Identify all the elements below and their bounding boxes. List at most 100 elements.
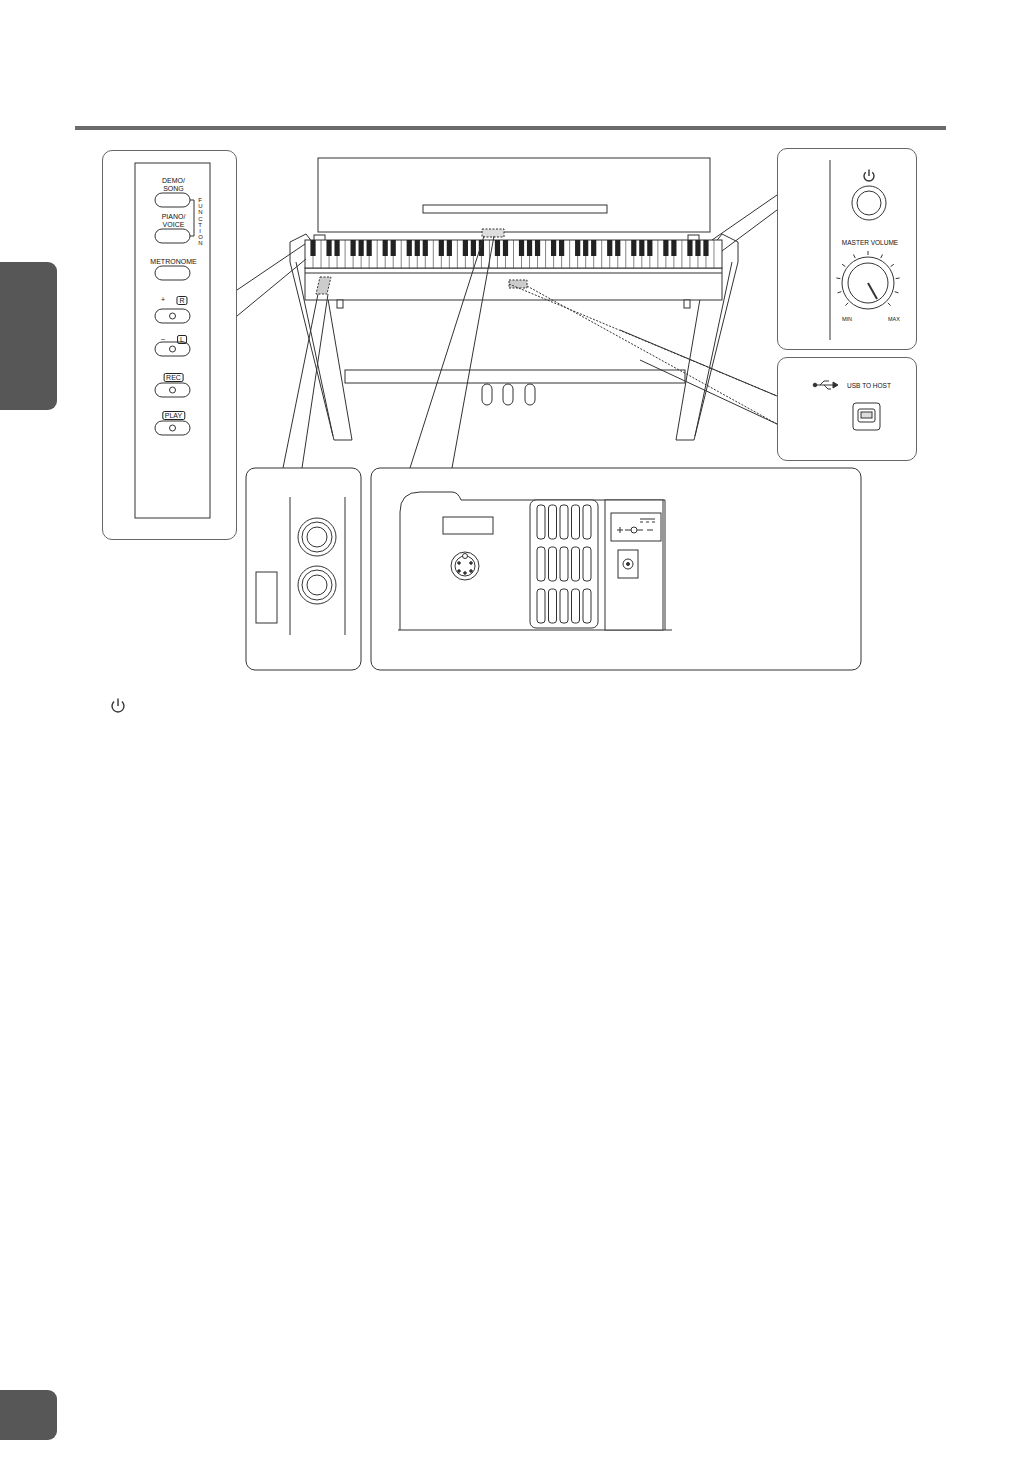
vent-slot bbox=[537, 589, 545, 623]
white-key-edge bbox=[713, 240, 714, 268]
button-label: DEMO/ SONG bbox=[162, 177, 185, 193]
black-key bbox=[310, 240, 315, 256]
button bbox=[155, 383, 190, 397]
black-key bbox=[495, 240, 500, 256]
volume-tick bbox=[895, 292, 899, 293]
white-key-edge bbox=[681, 240, 682, 268]
volume-knob bbox=[842, 257, 894, 309]
usb-port bbox=[861, 412, 872, 418]
black-key bbox=[535, 240, 540, 256]
volume-tick bbox=[896, 277, 900, 279]
black-key bbox=[519, 240, 524, 256]
button bbox=[155, 193, 190, 207]
vent-slot bbox=[549, 589, 557, 623]
dc-panel bbox=[605, 500, 663, 630]
leader-line bbox=[722, 210, 777, 251]
dc-symbol bbox=[637, 530, 643, 531]
volume-tick bbox=[891, 264, 894, 266]
label-plate bbox=[256, 572, 277, 623]
black-key bbox=[447, 240, 452, 256]
usb-port bbox=[853, 403, 880, 430]
button-label: PLAY bbox=[162, 411, 185, 420]
black-key bbox=[359, 240, 364, 256]
black-key bbox=[423, 240, 428, 256]
button-lamp bbox=[170, 346, 176, 352]
button-label: PIANO/ VOICE bbox=[162, 213, 186, 229]
scale-label: MIN bbox=[842, 315, 852, 323]
headphone-jack bbox=[307, 575, 327, 595]
connector-pin bbox=[458, 570, 461, 573]
vent-slot bbox=[537, 505, 545, 539]
black-key bbox=[615, 240, 620, 256]
dc-symbol bbox=[625, 530, 631, 531]
button-lamp bbox=[170, 425, 176, 431]
black-key bbox=[631, 240, 636, 256]
black-key bbox=[407, 240, 412, 256]
dc-symbol bbox=[647, 530, 653, 531]
vent-slot bbox=[583, 505, 591, 539]
white-key-edge bbox=[657, 240, 658, 268]
leader-lines bbox=[237, 195, 777, 468]
scale-label: MAX bbox=[888, 315, 900, 323]
button bbox=[155, 266, 190, 280]
vent-slot bbox=[572, 589, 580, 623]
headphone-jack bbox=[298, 518, 336, 556]
power-symbol bbox=[117, 699, 118, 707]
black-key bbox=[391, 240, 396, 256]
button-label: METRONOME bbox=[150, 258, 196, 266]
white-key-edge bbox=[321, 240, 322, 268]
leader-line bbox=[620, 330, 777, 396]
black-key bbox=[591, 240, 596, 256]
connector-pin bbox=[470, 570, 473, 573]
control-panel-drawing bbox=[135, 163, 210, 518]
power-button bbox=[857, 191, 881, 215]
header-rule bbox=[75, 126, 946, 130]
callout-panel bbox=[246, 468, 361, 670]
panel-edge bbox=[290, 497, 291, 635]
front-rail bbox=[305, 268, 722, 300]
usb-panel: USB TO HOST bbox=[777, 357, 917, 461]
leader-line bbox=[237, 259, 306, 316]
dc-symbol bbox=[631, 527, 637, 533]
pedal bbox=[525, 384, 535, 405]
pedal-box bbox=[345, 370, 685, 383]
volume-tick bbox=[888, 303, 891, 306]
button-label: REC bbox=[163, 373, 184, 382]
power-volume-drawing bbox=[830, 160, 900, 340]
volume-tick bbox=[881, 254, 883, 258]
panel-edge bbox=[830, 160, 831, 340]
usb-port bbox=[858, 409, 875, 422]
music-rest bbox=[318, 158, 710, 232]
volume-tick bbox=[842, 264, 845, 266]
port-label: USB TO HOST bbox=[847, 382, 891, 390]
black-key bbox=[671, 240, 676, 256]
black-key bbox=[383, 240, 388, 256]
black-key bbox=[415, 240, 420, 256]
black-key bbox=[334, 240, 339, 256]
usb-symbol bbox=[813, 383, 817, 387]
volume-pointer bbox=[868, 283, 877, 299]
vent-slot bbox=[572, 505, 580, 539]
vent-slot bbox=[560, 547, 568, 581]
black-key bbox=[439, 240, 444, 256]
part-label: R bbox=[176, 296, 187, 305]
volume-knob bbox=[848, 263, 888, 303]
black-key bbox=[551, 240, 556, 256]
label-plate bbox=[443, 517, 493, 534]
panel-face bbox=[135, 163, 210, 518]
vent-slot bbox=[549, 547, 557, 581]
panel-edge bbox=[345, 497, 346, 635]
black-key bbox=[607, 240, 612, 256]
button-lamp bbox=[170, 313, 176, 319]
usb-symbol bbox=[820, 381, 829, 385]
white-key-edge bbox=[545, 240, 546, 268]
black-key bbox=[326, 240, 331, 256]
black-key bbox=[663, 240, 668, 256]
vent bbox=[530, 500, 598, 628]
vent-slot bbox=[560, 589, 568, 623]
vent-slot bbox=[537, 547, 545, 581]
white-key-edge bbox=[513, 240, 514, 268]
label-plate bbox=[611, 513, 661, 541]
volume-tick bbox=[836, 277, 840, 279]
